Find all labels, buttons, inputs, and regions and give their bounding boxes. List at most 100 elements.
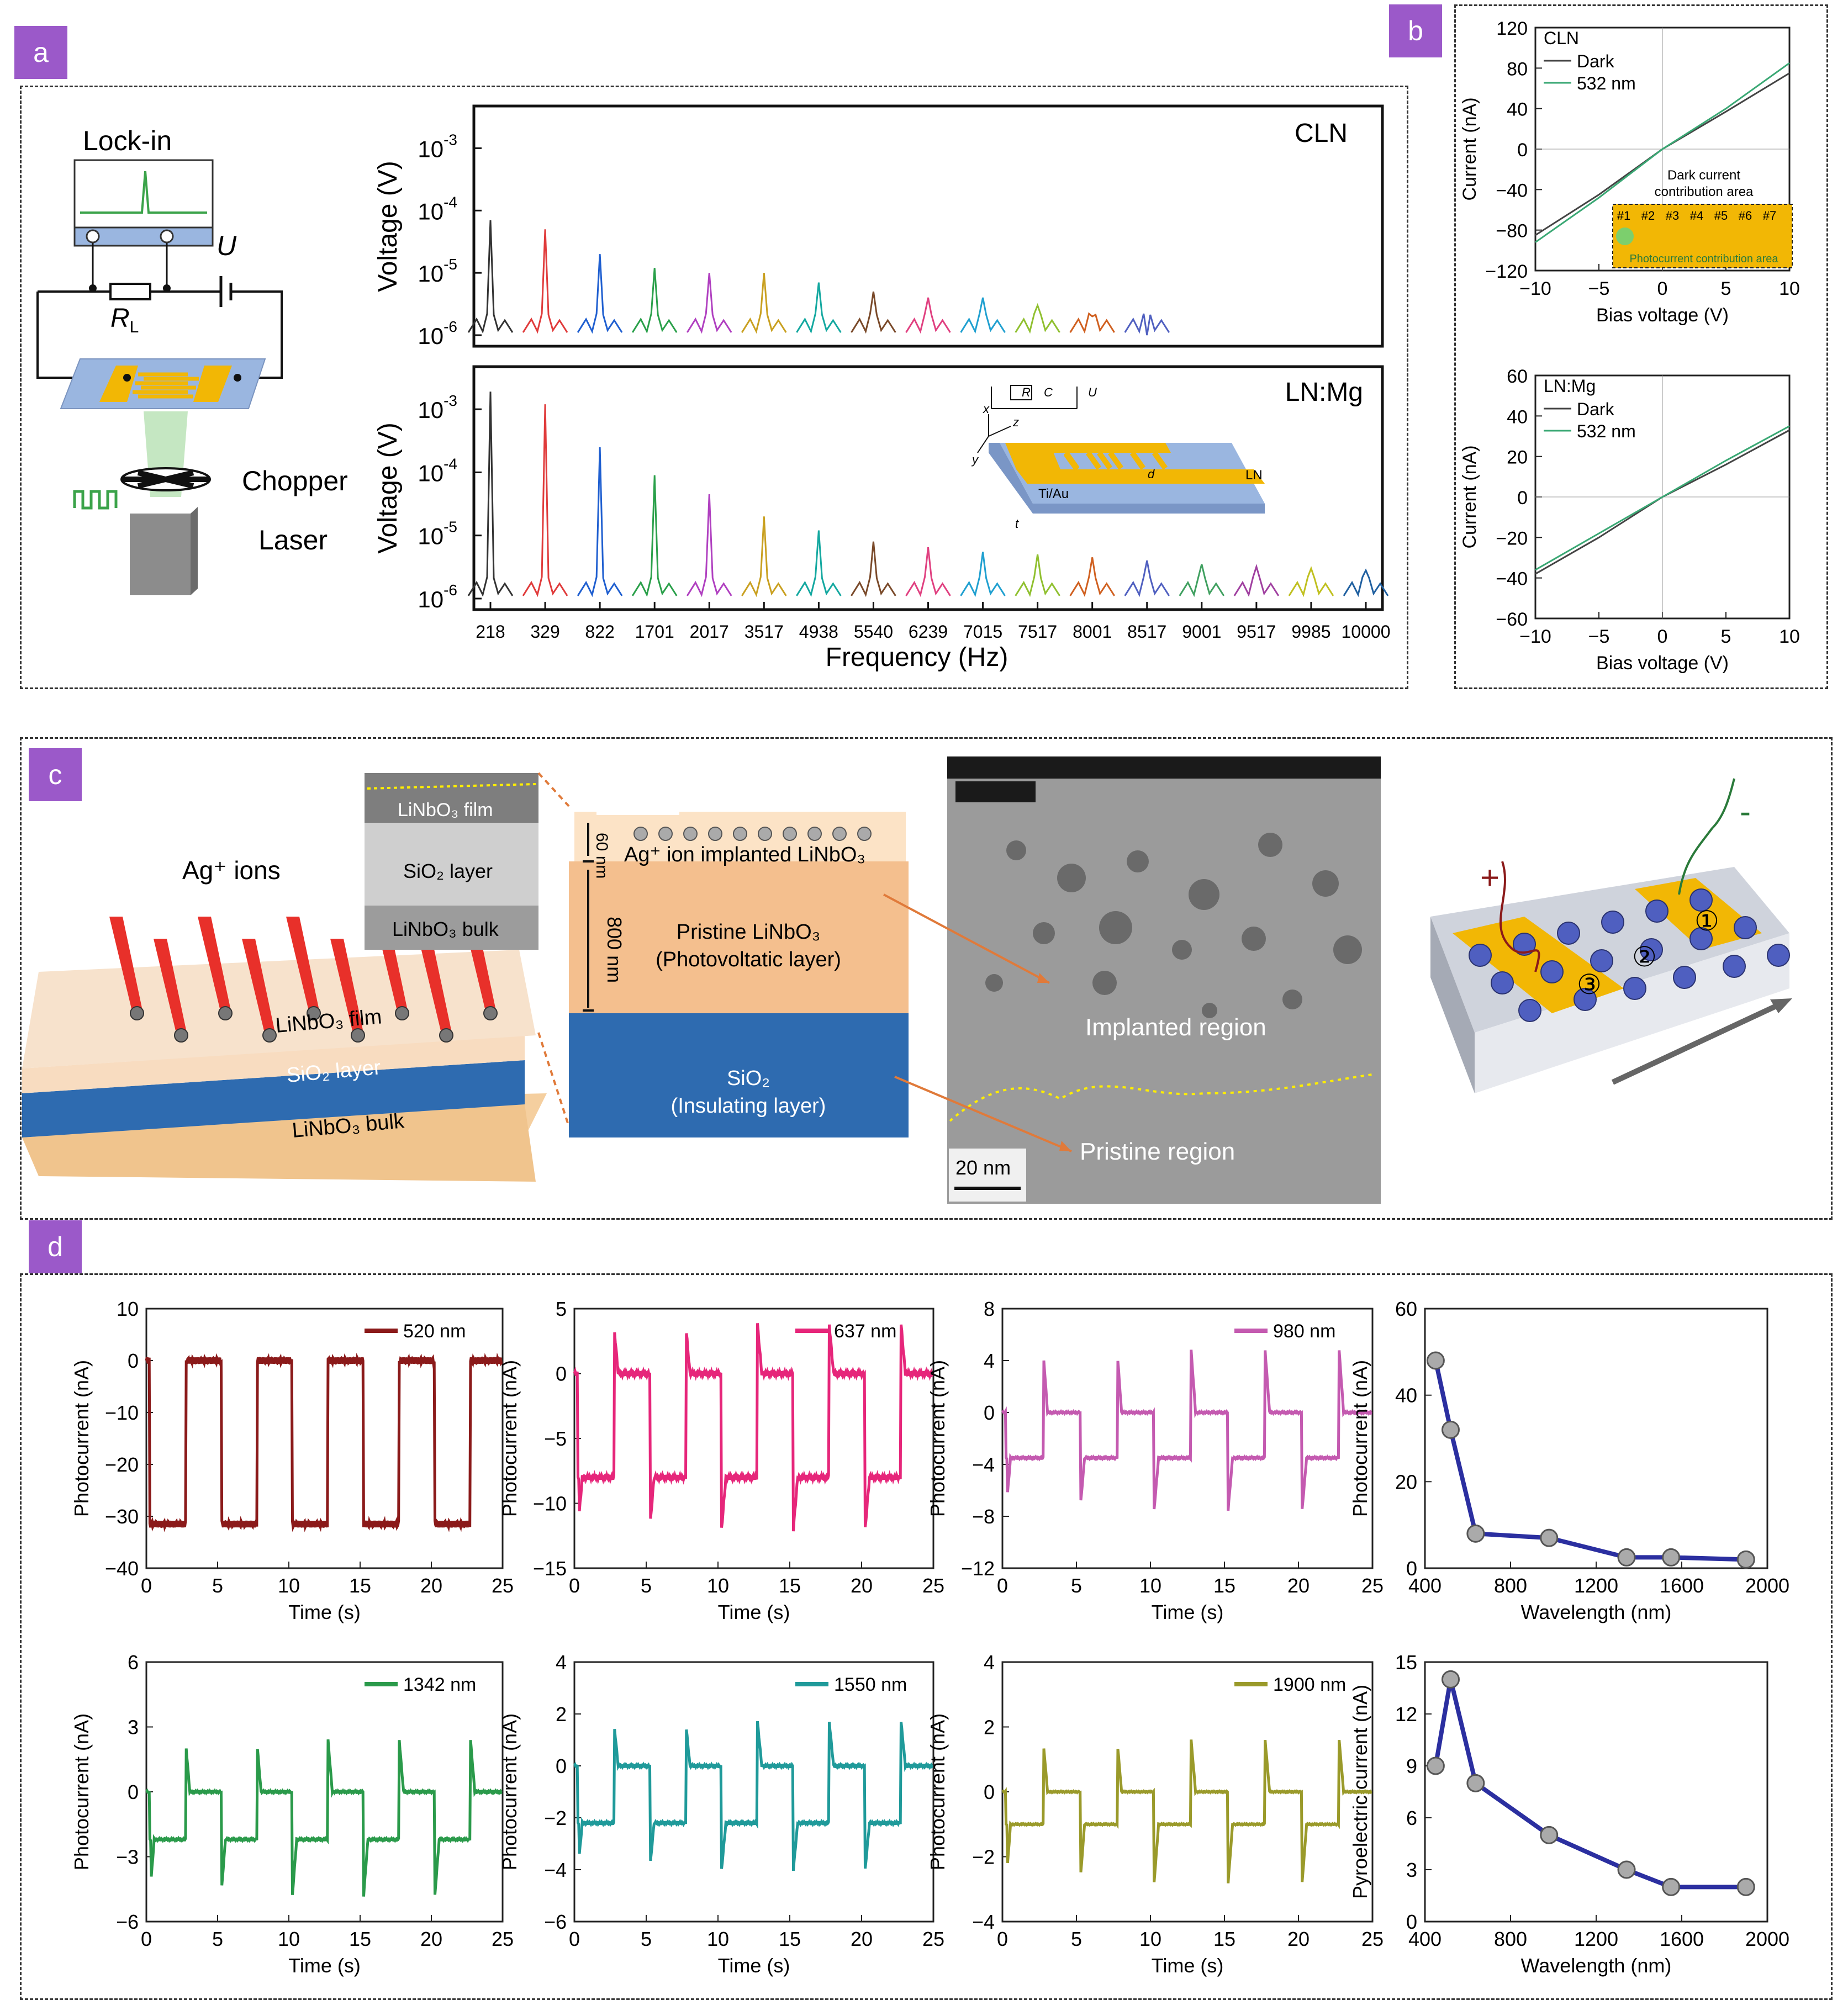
nanoparticle: [1189, 879, 1219, 910]
y-tick-label: 0: [1517, 488, 1528, 509]
sio2-section-label-1: SiO₂: [727, 1067, 770, 1090]
legend-label: 1550 nm: [834, 1674, 907, 1695]
y-tick-label: 40: [1507, 99, 1528, 120]
y-axis-label: Photocurrent (nA): [498, 1360, 521, 1517]
x-tick-label: 10: [278, 1574, 300, 1597]
y-tick-label: −6: [544, 1911, 567, 1933]
x-tick-label: 15: [779, 1928, 801, 1950]
electrode-number: #4: [1690, 209, 1703, 223]
x-tick-label: 10: [1779, 626, 1800, 647]
spectrum-xtick-label: 8517: [1127, 622, 1166, 642]
lnmg-label: LN:Mg: [1285, 378, 1363, 407]
spectrum-peak: [960, 552, 1006, 597]
sio2-section-label-2: (Insulating layer): [671, 1094, 826, 1118]
legend-label: Dark: [1577, 51, 1615, 71]
y-axis-label: Photocurrent (nA): [1349, 1360, 1371, 1517]
tem-nanoparticles: [985, 833, 1362, 1018]
x-axis-label: Wavelength (nm): [1521, 1954, 1672, 1977]
wavelength-point: [1736, 1877, 1755, 1896]
iv-chart-title: LN:Mg: [1544, 376, 1596, 396]
y-tick-label: 4: [984, 1350, 995, 1372]
lockin-peak: [80, 171, 207, 214]
y-tick-label: −15: [533, 1557, 567, 1580]
wavelength-point: [1617, 1548, 1636, 1567]
y-tick-label: −40: [1496, 569, 1528, 590]
y-tick-label: 2: [984, 1716, 995, 1739]
spectrum-xtick-label: 7517: [1018, 622, 1057, 642]
y-tick-label: 20: [1507, 447, 1528, 468]
x-axis-label: Time (s): [718, 1601, 790, 1623]
spectrum-peak: [1124, 313, 1170, 336]
y-tick-label: 0: [1517, 140, 1528, 161]
x-tick-label: 20: [851, 1574, 873, 1597]
x-tick-label: 0: [569, 1574, 580, 1597]
y-tick-label: 0: [556, 1755, 567, 1777]
inset-u: U: [1088, 385, 1097, 399]
x-tick-label: 0: [1657, 278, 1668, 299]
electrode-right: [1635, 878, 1762, 950]
panel-b-frame: [1454, 4, 1828, 689]
spectrum-peak: [851, 291, 896, 334]
device-inset: R C U Ti/Au LN d t x z y: [971, 385, 1265, 531]
legend-label: 980 nm: [1273, 1321, 1335, 1342]
wavelength-point: [1617, 1860, 1636, 1879]
lockin-label: Lock-in: [83, 125, 172, 156]
minus-wire: [1678, 778, 1735, 895]
panel-c-tag: c: [29, 748, 82, 801]
spectrum-peak: [741, 516, 787, 597]
y-tick-label: 6: [1406, 1807, 1417, 1829]
y-tick-label: 0: [1406, 1911, 1417, 1933]
x-tick-label: 20: [1287, 1928, 1310, 1950]
x-tick-label: 400: [1408, 1928, 1442, 1950]
ag-sphere: [1601, 911, 1624, 934]
legend-label: 532 nm: [1577, 421, 1636, 441]
x-tick-label: 0: [997, 1928, 1008, 1950]
x-tick-label: 0: [141, 1574, 152, 1597]
x-tick-label: 10: [1779, 278, 1800, 299]
electrode-number: #7: [1763, 209, 1776, 223]
spectrum-peak: [1069, 557, 1115, 597]
y-tick-label: −120: [1485, 261, 1528, 282]
nanoparticle: [1258, 833, 1282, 857]
x-tick-label: 800: [1494, 1574, 1527, 1597]
nanoparticle: [1127, 850, 1149, 872]
minus-label: -: [1740, 793, 1751, 830]
ag-sphere: [1574, 988, 1597, 1011]
nanoparticle: [985, 974, 1003, 992]
x-tick-label: 15: [779, 1574, 801, 1597]
implanted-label: Ag⁺ ion implanted LiNbO₃: [624, 843, 865, 866]
y-tick-label: 3: [1406, 1859, 1417, 1881]
spectrum-peak: [467, 220, 514, 334]
y-tick-label: 10: [117, 1298, 139, 1320]
inset-x: x: [983, 402, 990, 416]
implanted-ag-dot: [708, 827, 722, 841]
rl-label: RL: [110, 304, 139, 336]
nanoparticle: [1312, 870, 1339, 897]
wavelength-point: [1426, 1351, 1445, 1370]
y-tick-label: −20: [105, 1453, 139, 1476]
photo-area-label: Photocurrent contribution area: [1629, 253, 1778, 265]
x-tick-label: −5: [1588, 626, 1610, 647]
tem-image: [947, 756, 1381, 1204]
x-tick-label: 1200: [1574, 1574, 1618, 1597]
wavelength-point: [1662, 1877, 1681, 1896]
spectrum-peak: [467, 391, 514, 597]
cln-ylabel: Voltage (V): [373, 161, 403, 292]
label-3: ③: [1577, 969, 1602, 1000]
chopper-label: Chopper: [242, 465, 348, 496]
spectrum-peak: [1233, 564, 1280, 597]
square-wave-icon: [73, 490, 118, 510]
x-axis-label: Wavelength (nm): [1521, 1601, 1672, 1623]
spectrum-peak: [522, 229, 568, 334]
panel-a-spectrum: CLN LN:Mg Voltage (V) Voltage (V) Freque…: [373, 104, 1390, 672]
ag-ion: [307, 1006, 321, 1020]
y-tick-label: −4: [972, 1453, 995, 1476]
x-tick-label: −5: [1588, 278, 1610, 299]
x-tick-label: 25: [1361, 1574, 1384, 1597]
y-tick-label: −12: [961, 1557, 995, 1580]
